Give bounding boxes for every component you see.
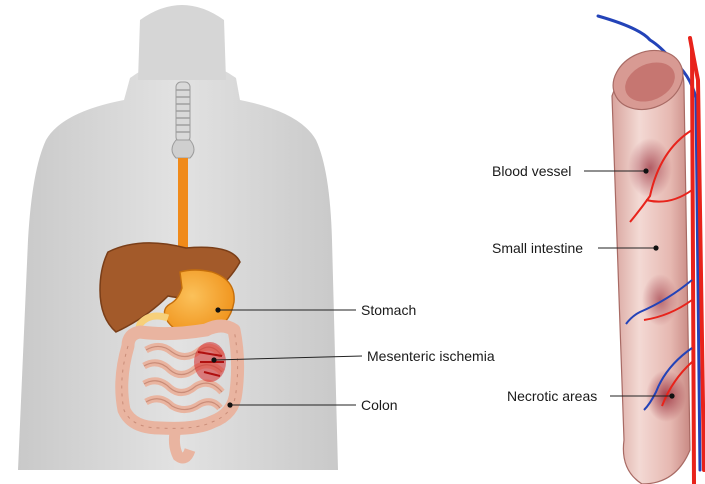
blood-vessel-label: Blood vessel (492, 163, 571, 179)
colon-pointer-dot (227, 402, 232, 407)
intestine-tube (604, 40, 693, 484)
mesenteric-ischemia-label: Mesenteric ischemia (367, 348, 495, 364)
necrotic-areas-label: Necrotic areas (507, 388, 597, 404)
stomach-label: Stomach (361, 302, 416, 318)
small-intestine-label: Small intestine (492, 240, 583, 256)
blood-vessel-pointer-dot (643, 168, 648, 173)
small-intestine-pointer-dot (653, 245, 658, 250)
colon-label: Colon (361, 397, 398, 413)
necrotic-pointer-dot (669, 393, 674, 398)
ischemic-area (194, 342, 226, 382)
ischemia-pointer-dot (211, 357, 216, 362)
stomach-pointer-dot (215, 307, 220, 312)
